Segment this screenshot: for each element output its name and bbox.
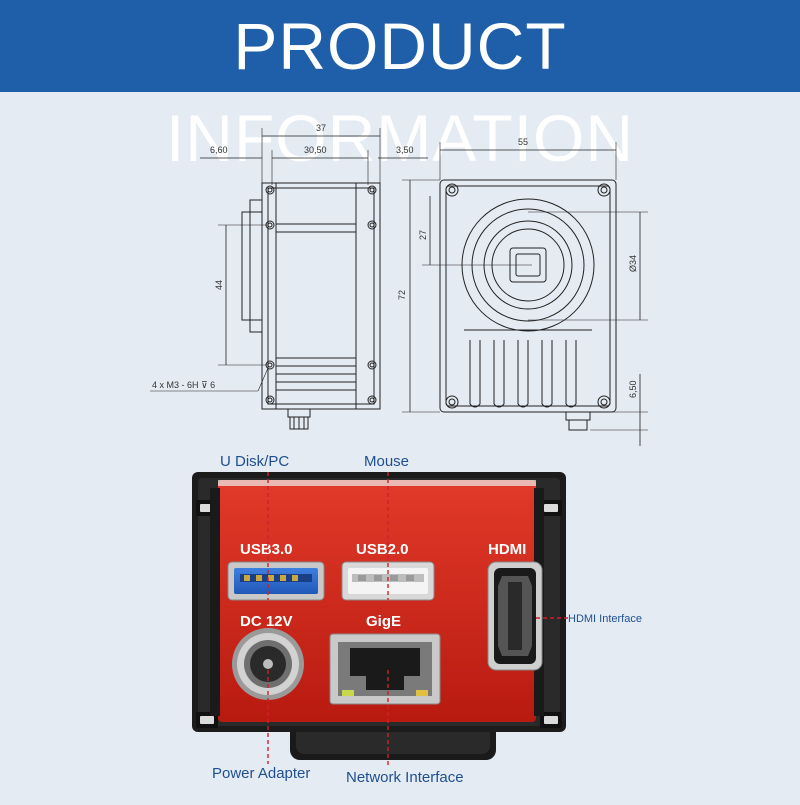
hdmi-port (487, 561, 543, 671)
page-title: PRODUCT INFORMATION (165, 9, 635, 175)
dim-body-width: 30,50 (304, 145, 327, 155)
dim-center-height: 27 (418, 230, 428, 240)
callout-network-interface: Network Interface (346, 769, 464, 786)
gige-port (329, 633, 441, 705)
dim-right-offset: 3,50 (396, 145, 414, 155)
dim-total-width: 37 (316, 123, 326, 133)
product-illustration: 37 6,60 30,50 3,50 44 4 x M3 - 6H ⊽ 6 (0, 92, 800, 800)
dim-mount-spacing: 44 (214, 280, 224, 290)
dc-label: DC 12V (240, 613, 293, 630)
callout-hdmi-interface: HDMI Interface (568, 613, 642, 625)
front-view-drawing (402, 142, 648, 446)
dim-width: 55 (518, 137, 528, 147)
callouts: U Disk/PC Mouse HDMI Interface Power Ada… (212, 453, 642, 786)
housing-labels: USB3.0 USB2.0 HDMI DC 12V GigE (240, 541, 526, 630)
mounting-holes-note: 4 x M3 - 6H ⊽ 6 (152, 380, 215, 390)
usb3-label: USB3.0 (240, 541, 293, 558)
side-view-dimensions: 37 6,60 30,50 3,50 44 4 x M3 - 6H ⊽ 6 (152, 123, 414, 390)
usb2-label: USB2.0 (356, 541, 409, 558)
gige-label: GigE (366, 613, 401, 630)
callout-mouse: Mouse (364, 453, 409, 470)
dim-height: 72 (397, 290, 407, 300)
dc-jack (232, 628, 304, 700)
usb3-port (227, 561, 325, 601)
product-svg: 37 6,60 30,50 3,50 44 4 x M3 - 6H ⊽ 6 (150, 123, 648, 786)
dim-lens-diameter: Ø34 (628, 255, 638, 272)
callout-power-adapter: Power Adapter (212, 765, 310, 782)
hdmi-label: HDMI (488, 541, 526, 558)
callout-udisk-pc: U Disk/PC (220, 453, 289, 470)
header-banner (0, 0, 800, 92)
front-view-dimensions: 55 72 27 Ø34 6,50 (397, 137, 638, 398)
camera-back-panel (192, 472, 566, 760)
callout-leaders (267, 472, 568, 768)
side-view-drawing (150, 128, 428, 430)
dim-left-offset: 6,60 (210, 145, 228, 155)
dim-connector-offset: 6,50 (628, 380, 638, 398)
